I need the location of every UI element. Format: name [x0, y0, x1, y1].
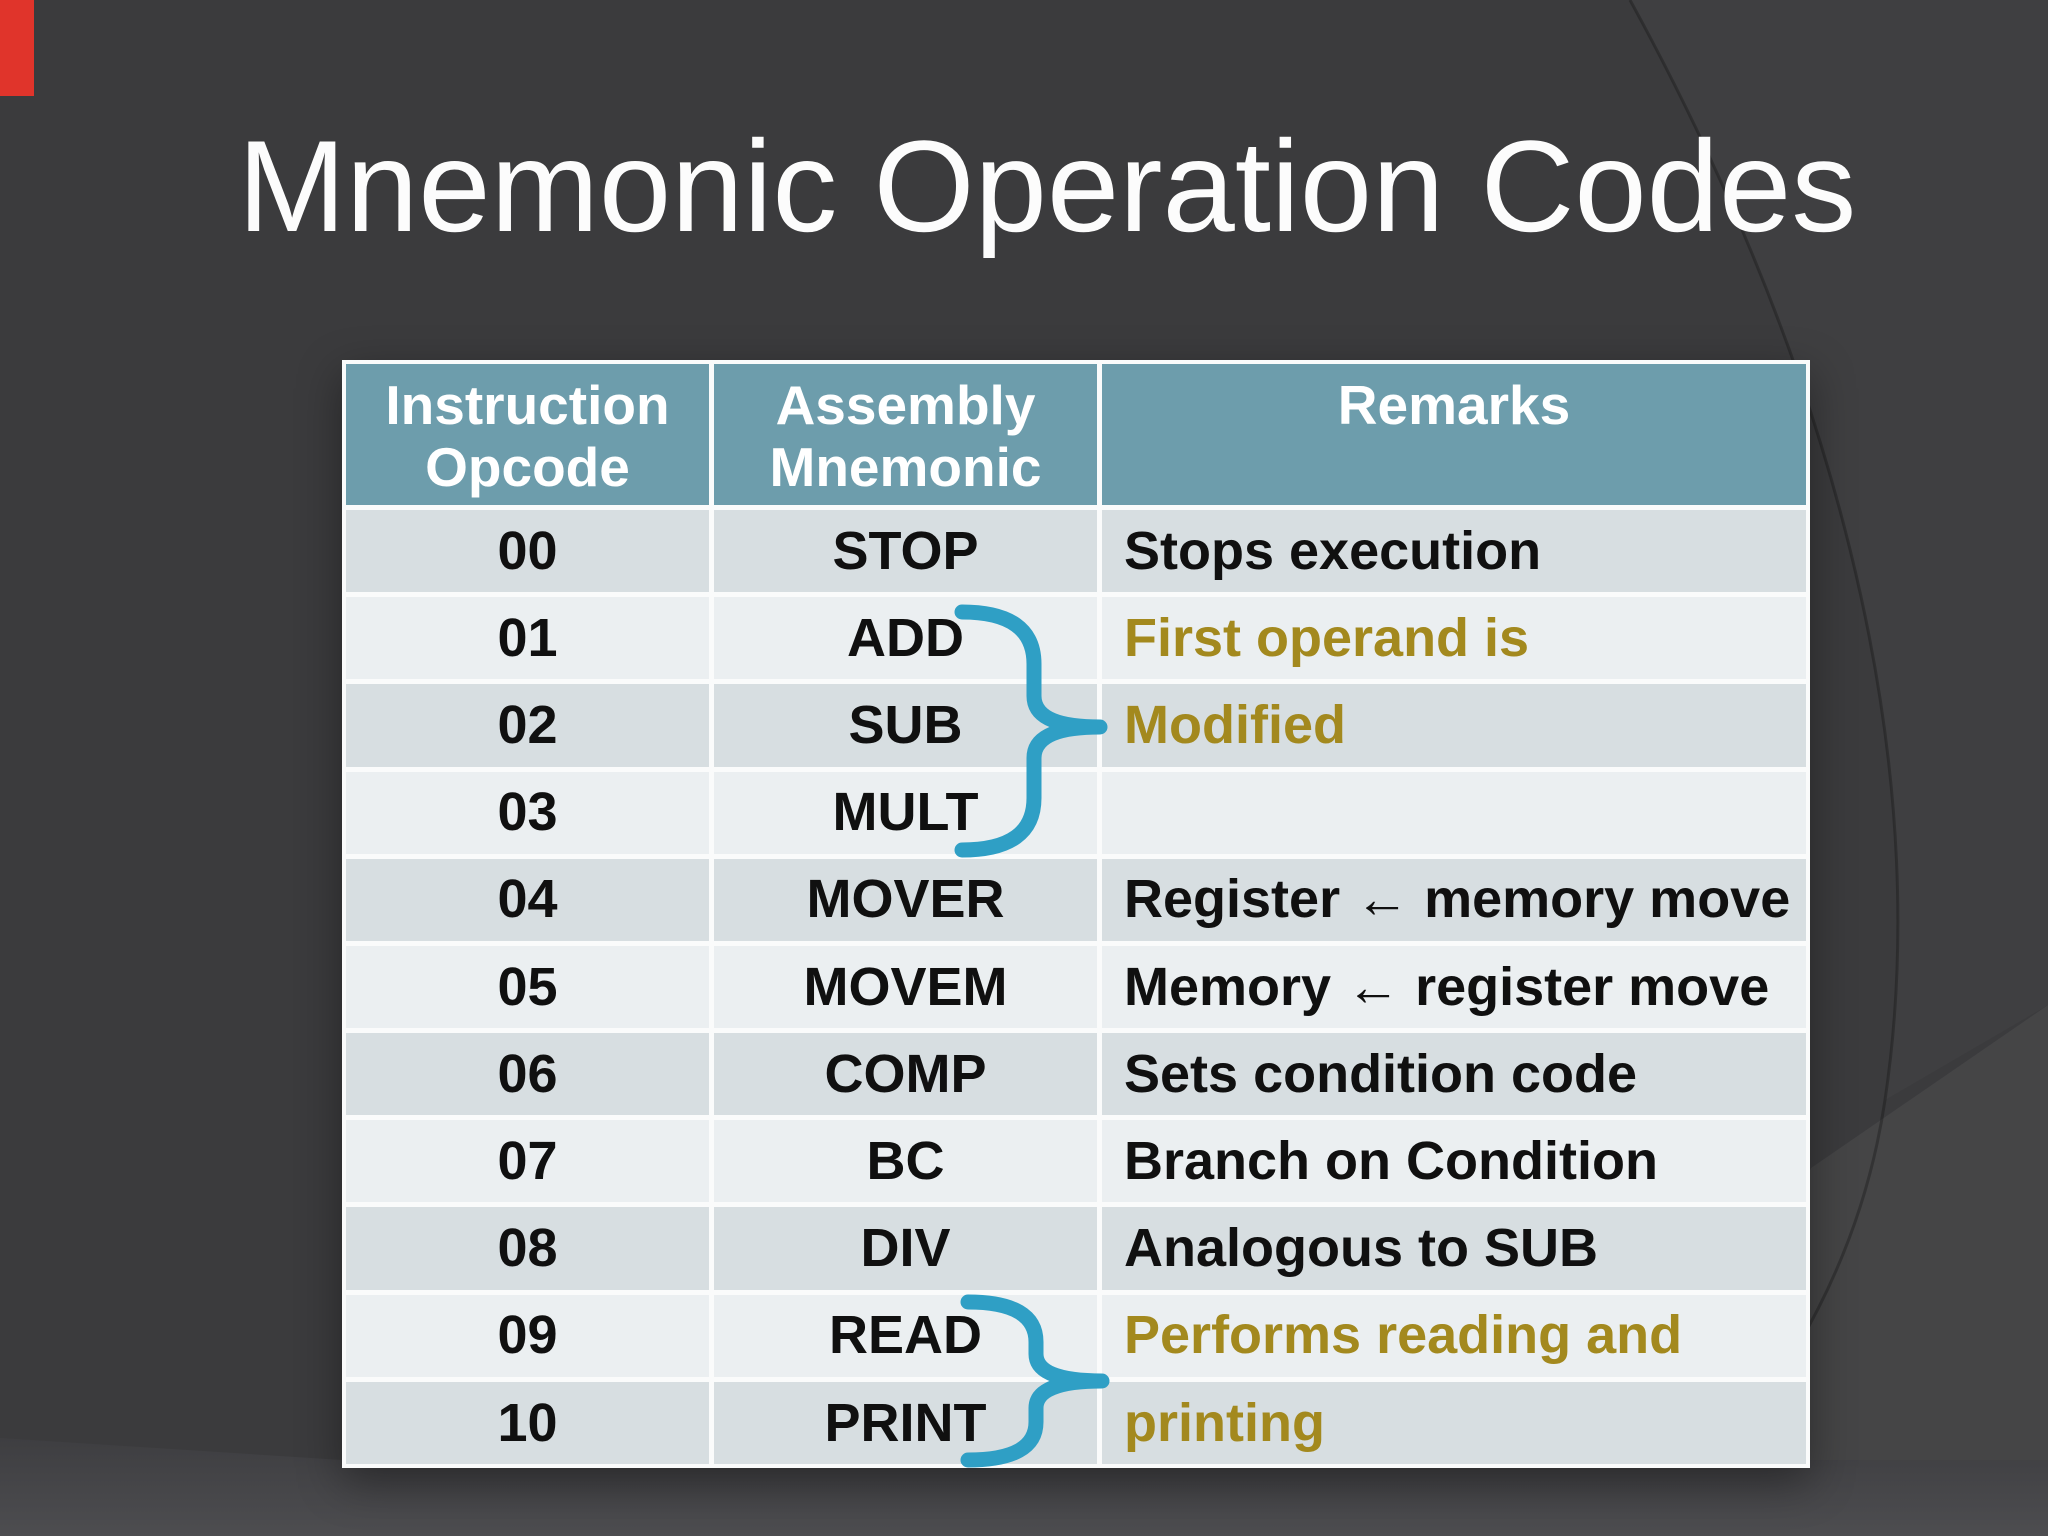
slide-title: Mnemonic Operation Codes: [237, 113, 1857, 259]
opcode-cell: 03: [346, 771, 709, 854]
mnemonic-cell: DIV: [714, 1207, 1097, 1290]
opcode-table: Instruction Opcode Assembly Mnemonic Rem…: [342, 360, 1810, 1468]
opcode-cell: 06: [346, 1033, 709, 1116]
header-line: Mnemonic: [769, 436, 1042, 498]
mnemonic-cell: READ: [714, 1294, 1097, 1377]
header-line: Opcode: [425, 436, 630, 498]
remark-cell: Register ← memory move: [1102, 858, 1806, 941]
mnemonic-cell: MOVER: [714, 858, 1097, 941]
mnemonic-cell: ADD: [714, 597, 1097, 680]
opcode-cell: 04: [346, 858, 709, 941]
remark-cell: Modified: [1102, 684, 1806, 767]
opcode-cell: 07: [346, 1120, 709, 1203]
opcode-cell: 10: [346, 1381, 709, 1464]
opcode-cell: 05: [346, 945, 709, 1029]
mnemonic-cell: PRINT: [714, 1381, 1097, 1464]
header-line: Remarks: [1337, 374, 1571, 436]
mnemonic-cell: COMP: [714, 1033, 1097, 1116]
opcode-cell: 09: [346, 1294, 709, 1377]
opcode-cell: 02: [346, 684, 709, 767]
header-assembly-mnemonic: Assembly Mnemonic: [714, 364, 1097, 505]
remark-cell: Branch on Condition: [1102, 1120, 1806, 1203]
mnemonic-cell: BC: [714, 1120, 1097, 1203]
header-instruction-opcode: Instruction Opcode: [346, 364, 709, 505]
mnemonic-cell: MOVEM: [714, 945, 1097, 1029]
remark-cell: Stops execution: [1102, 510, 1806, 593]
remark-cell: Analogous to SUB: [1102, 1207, 1806, 1290]
mnemonic-cell: SUB: [714, 684, 1097, 767]
mnemonic-cell: MULT: [714, 771, 1097, 854]
opcode-cell: 00: [346, 510, 709, 593]
corner-red-badge: [0, 0, 34, 96]
mnemonic-cell: STOP: [714, 510, 1097, 593]
remark-cell: Memory ← register move: [1102, 945, 1806, 1029]
opcode-cell: 01: [346, 597, 709, 680]
remark-cell: First operand is: [1102, 597, 1806, 680]
remark-cell: Performs reading and: [1102, 1294, 1806, 1377]
header-line: Assembly: [775, 374, 1036, 436]
remark-cell: Sets condition code: [1102, 1033, 1806, 1116]
remark-cell: printing: [1102, 1381, 1806, 1464]
remark-cell: [1102, 771, 1806, 854]
header-remarks: Remarks: [1102, 364, 1806, 505]
opcode-cell: 08: [346, 1207, 709, 1290]
header-line: Instruction: [385, 374, 670, 436]
